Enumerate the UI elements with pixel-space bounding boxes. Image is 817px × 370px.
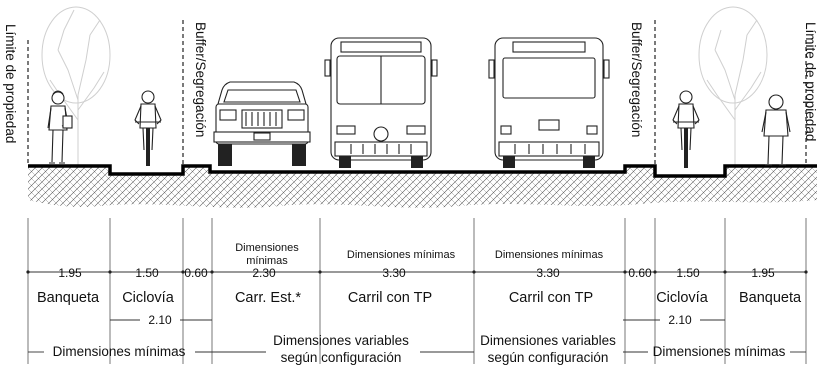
width-buffer-right: 0.60 [628,266,652,280]
sub-dimension-right: 2.10 [623,313,725,327]
property-label-right: Límite de propiedad [803,22,817,141]
bottom-dimension-row: Dimensiones mínimas Dimensiones variable… [28,333,806,365]
dimension-node-8 [723,270,727,274]
background-trees [41,6,768,165]
note-carril-tp-left: Dimensiones mínimas [347,249,456,261]
note-carril-tp-right: Dimensiones mínimas [495,249,604,261]
dimension-node-3 [210,270,214,274]
pedestrian-left-illustration [47,90,73,164]
label-carril-tp-left: Carril con TP [348,290,432,306]
buffer-label-right: Buffer/Segregación [629,22,644,137]
ground-hatch [28,166,817,208]
sub-width-right: 2.10 [668,313,692,327]
dimension-chain: Dimensiones mínimas Dimensiones mínimas … [26,218,808,365]
bottom-right-text: Dimensiones mínimas [653,344,786,359]
width-carril-tp-left: 3.30 [382,266,406,280]
width-ciclovia-left: 1.50 [135,266,159,280]
dimension-ticks [26,218,808,364]
bottom-mid-right-line1: Dimensiones variables [480,333,616,348]
width-buffer-left: 0.60 [184,266,208,280]
cyclist-right-illustration [672,90,700,168]
bus-rear-illustration [488,37,610,168]
bus-front-illustration [324,37,438,168]
note-carr-est-2: mínimas [246,255,288,267]
dimension-node-0 [26,270,30,274]
width-banqueta-right: 1.95 [751,266,775,280]
label-ciclovia-right: Ciclovía [656,290,709,306]
width-ciclovia-right: 1.50 [676,266,700,280]
dimension-node-2 [181,270,185,274]
dimension-node-6 [623,270,627,274]
width-carril-tp-right: 3.30 [536,266,560,280]
label-carr-est: Carr. Est.* [235,290,301,306]
bottom-mid-left-line1: Dimensiones variables [273,333,409,348]
dimension-node-7 [653,270,657,274]
segment-labels: Banqueta Ciclovía Carr. Est.* Carril con… [37,290,802,306]
note-carr-est-1: Dimensiones [235,242,299,254]
width-banqueta-left: 1.95 [58,266,82,280]
ground-surface-line [28,164,817,178]
dimension-node-4 [318,270,322,274]
label-banqueta-left: Banqueta [37,290,100,306]
width-carr-est: 2.30 [252,266,276,280]
bottom-mid-right-line2: según configuración [488,350,609,365]
property-label-left: Límite de propiedad [3,24,18,143]
tree-right [698,6,768,165]
car-illustration [213,81,311,166]
tree-left [41,6,111,165]
dimension-node-9 [804,270,808,274]
width-labels: 1.95 1.50 0.60 2.30 3.30 3.30 0.60 1.50 … [58,266,775,280]
pedestrian-right-illustration [761,94,791,166]
buffer-label-left: Buffer/Segregación [193,22,208,137]
bottom-left-text: Dimensiones mínimas [53,344,186,359]
sub-dimension-left: 2.10 [110,313,212,327]
sub-width-left: 2.10 [148,313,172,327]
dimension-node-1 [108,270,112,274]
label-carril-tp-right: Carril con TP [509,290,593,306]
label-ciclovia-left: Ciclovía [122,290,175,306]
label-banqueta-right: Banqueta [739,290,802,306]
bottom-mid-left-line2: según configuración [281,350,402,365]
cyclist-left-illustration [134,90,162,166]
dimension-node-5 [472,270,476,274]
boundary-lines [27,20,807,166]
